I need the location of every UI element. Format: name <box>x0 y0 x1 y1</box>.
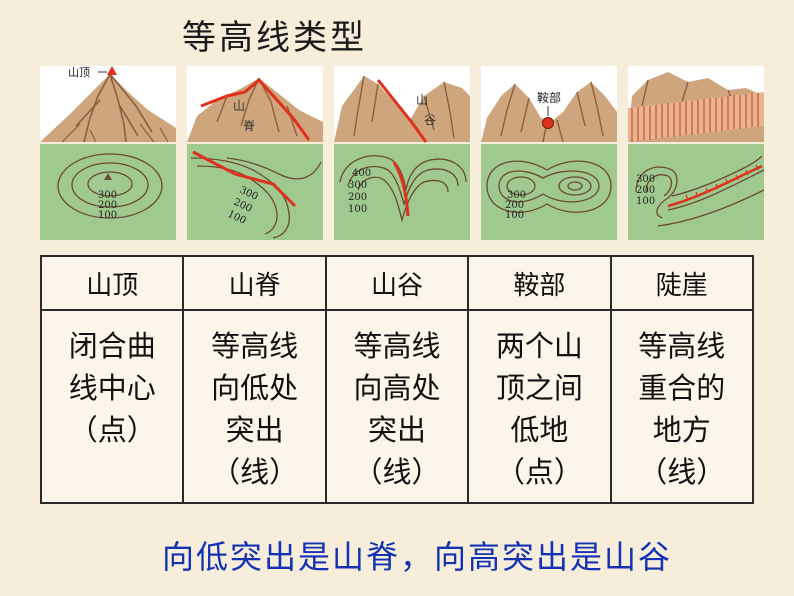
summary-text: 向低突出是山脊，向高突出是山谷 <box>162 538 673 576</box>
panel-peak: 山顶 300 200 100 <box>40 66 176 240</box>
desc-line: 顶之间 <box>495 371 583 405</box>
table-cell-saddle: 两个山 顶之间 低地 （点） <box>467 309 612 504</box>
table-cell-cliff: 等高线 重合的 地方 （线） <box>609 309 755 504</box>
contour-label: 200 <box>98 200 117 211</box>
peak-triangle-icon <box>107 66 117 75</box>
desc-line: 闭合曲 <box>68 329 156 363</box>
cliff-illustration: 300 200 100 <box>628 66 764 240</box>
contour-label: 100 <box>98 210 117 221</box>
saddle-label: 鞍部 <box>537 90 561 105</box>
valley-line <box>376 79 428 143</box>
contour-label: 100 <box>505 210 524 221</box>
desc-line: 等高线 <box>211 329 299 363</box>
peak-illustration: 山顶 300 200 100 <box>40 66 176 240</box>
panel-saddle: 鞍部 300 200 100 <box>481 66 617 240</box>
valley-label: 谷 <box>424 113 436 127</box>
peak-label: 山顶 <box>68 66 90 79</box>
contour-label: 200 <box>348 192 367 203</box>
desc-line: 低地 <box>510 413 569 447</box>
desc-line: （点） <box>68 413 156 447</box>
table-header: 山顶 <box>39 255 185 311</box>
desc-line: （线） <box>353 455 441 489</box>
desc-line: （线） <box>638 455 726 489</box>
contour-label: 300 <box>98 190 117 201</box>
saddle-illustration: 鞍部 300 200 100 <box>481 66 617 240</box>
ridge-line <box>257 78 311 141</box>
table-header: 鞍部 <box>467 255 612 311</box>
cliff-line <box>667 164 763 208</box>
contour-label: 200 <box>636 185 655 196</box>
table-header: 陡崖 <box>609 255 755 311</box>
desc-line: （点） <box>495 455 583 489</box>
contour-label: 300 <box>507 190 526 201</box>
contour-label: 100 <box>636 196 655 207</box>
ridge-label: 脊 <box>243 119 255 133</box>
contour-label: 300 <box>636 174 655 185</box>
desc-line: 线中心 <box>68 371 156 405</box>
contour-label: 300 <box>348 180 367 191</box>
desc-line: 等高线 <box>353 329 441 363</box>
desc-line: 重合的 <box>638 371 726 405</box>
ridge-label: 山 <box>233 99 245 113</box>
contour-label: 100 <box>348 204 367 215</box>
contour-label: 200 <box>505 200 524 211</box>
saddle-point-icon <box>542 117 554 129</box>
desc-line: 地方 <box>652 413 711 447</box>
valley-line <box>392 161 410 217</box>
table-cell-peak: 闭合曲 线中心 （点） <box>39 309 185 504</box>
desc-line: 等高线 <box>638 329 726 363</box>
panel-ridge: 山 脊 300 200 100 <box>187 66 323 240</box>
panel-cliff: 300 200 100 <box>628 66 764 240</box>
table-row: 闭合曲 线中心 （点） 等高线 向低处 突出 （线） 等高线 向高处 突出 （线… <box>39 309 755 504</box>
desc-line: 突出 <box>225 413 284 447</box>
valley-illustration: 山 谷 400 300 200 100 <box>334 66 470 240</box>
table-header: 山脊 <box>182 255 327 311</box>
page-title: 等高线类型 <box>182 18 367 58</box>
ridge-illustration: 山 脊 300 200 100 <box>187 66 323 240</box>
desc-line: 两个山 <box>495 329 583 363</box>
peak-marker-icon <box>104 173 112 180</box>
desc-line: （线） <box>211 455 299 489</box>
valley-label: 山 <box>416 93 428 107</box>
ridge-line <box>200 78 260 108</box>
desc-line: 突出 <box>367 413 426 447</box>
desc-line: 向低处 <box>211 371 299 405</box>
ridge-line <box>192 150 297 208</box>
desc-line: 向高处 <box>353 371 441 405</box>
table-cell-ridge: 等高线 向低处 突出 （线） <box>182 309 327 504</box>
contour-label: 400 <box>352 168 371 179</box>
table-header-row: 山顶 山脊 山谷 鞍部 陡崖 <box>39 255 755 311</box>
table-cell-valley: 等高线 向高处 突出 （线） <box>324 309 470 504</box>
landform-table: 山顶 山脊 山谷 鞍部 陡崖 闭合曲 线中心 （点） 等高线 向低处 突出 （线… <box>39 255 755 504</box>
panel-valley: 山 谷 400 300 200 100 <box>334 66 470 240</box>
table-header: 山谷 <box>324 255 470 311</box>
